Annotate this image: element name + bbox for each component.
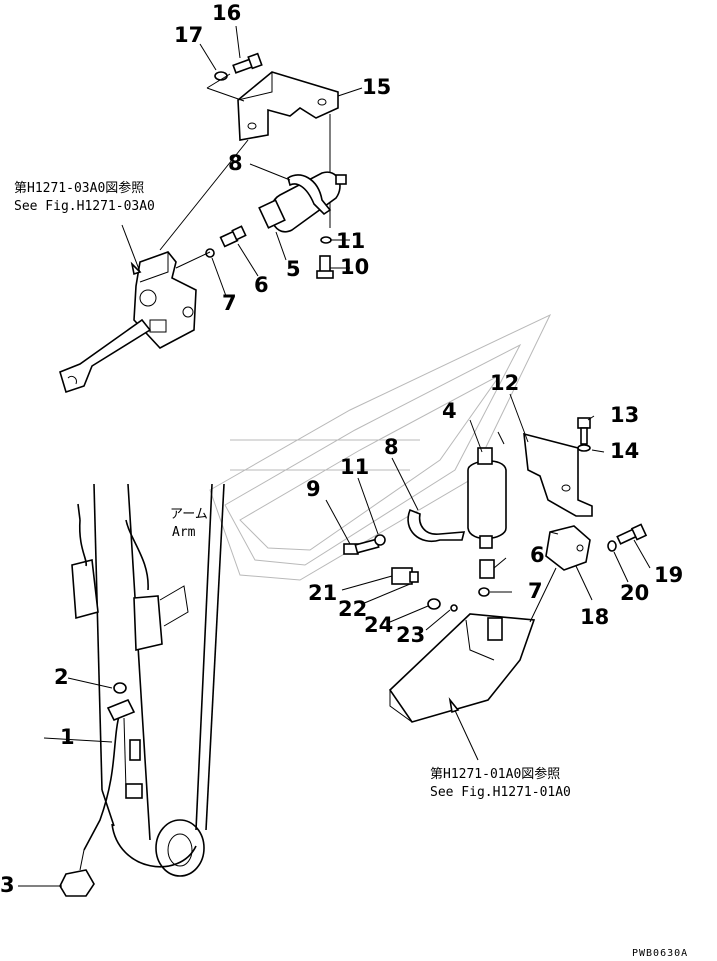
washer-20 <box>607 540 617 552</box>
bottom-ref-en: See Fig.H1271-01A0 <box>430 785 571 800</box>
callout-6b: 6 <box>530 543 545 567</box>
callout-11a: 11 <box>336 229 365 253</box>
o-ring-7-top <box>205 248 215 258</box>
valve-21-22 <box>391 567 419 585</box>
leader-lines <box>18 25 651 887</box>
bracket-12 <box>523 432 593 517</box>
callout-23: 23 <box>396 623 425 647</box>
callout-10: 10 <box>340 255 369 279</box>
o-ring-23 <box>450 604 458 612</box>
fitting-6-top <box>219 225 247 248</box>
figure-code: PWB0630A <box>632 948 688 959</box>
arm-outline <box>93 483 225 877</box>
bolt-16 <box>232 52 263 74</box>
bolt-13 <box>577 417 591 445</box>
callout-1: 1 <box>60 725 75 749</box>
callout-14: 14 <box>610 439 639 463</box>
washer-11-top <box>320 236 332 244</box>
accumulator-4 <box>467 447 507 549</box>
callout-22: 22 <box>338 597 367 621</box>
callout-6a: 6 <box>254 273 269 297</box>
top-ref-jp: 第H1271-03A0図参照 <box>14 180 144 196</box>
callout-18: 18 <box>580 605 609 629</box>
washer-17 <box>214 71 228 81</box>
o-ring-2 <box>113 682 127 694</box>
top-ref-en: See Fig.H1271-03A0 <box>14 199 155 214</box>
nut-3 <box>59 869 95 897</box>
arm-label-jp: アーム <box>170 507 208 522</box>
callout-9: 9 <box>306 477 321 501</box>
callout-7b: 7 <box>528 579 543 603</box>
callout-16: 16 <box>212 1 241 25</box>
bolt-mount-1 <box>125 739 143 799</box>
callout-24: 24 <box>364 613 393 637</box>
fitting-1-top <box>106 698 136 722</box>
callout-11b: 11 <box>340 455 369 479</box>
callout-20: 20 <box>620 581 649 605</box>
callout-19: 19 <box>654 563 683 587</box>
callout-5: 5 <box>286 257 301 281</box>
bolt-10-top <box>316 255 334 279</box>
callout-3: 3 <box>0 873 15 897</box>
arm-label-en: Arm <box>172 525 196 540</box>
band-8-right <box>407 508 466 543</box>
callout-21: 21 <box>308 581 337 605</box>
bracket-15 <box>237 71 339 141</box>
callout-2: 2 <box>54 665 69 689</box>
block-18 <box>545 525 591 571</box>
pilot-valve-block <box>133 251 197 349</box>
washer-14 <box>577 444 591 452</box>
callout-12: 12 <box>490 371 519 395</box>
washer-24 <box>427 598 441 610</box>
callout-8a: 8 <box>228 151 243 175</box>
pedal-lever <box>59 318 152 394</box>
pilot-valve-base <box>388 613 536 723</box>
tube-1 <box>83 711 121 851</box>
hose-left <box>71 503 189 651</box>
callout-8b: 8 <box>384 435 399 459</box>
callout-7a: 7 <box>222 291 237 315</box>
band-8-top <box>287 174 332 216</box>
bolt-19 <box>616 523 648 545</box>
o-ring-7-right <box>478 587 490 597</box>
accumulator-5 <box>258 171 347 233</box>
bottom-ref-jp: 第H1271-01A0図参照 <box>430 766 560 782</box>
callout-13: 13 <box>610 403 639 427</box>
fitting-6-right <box>479 559 495 579</box>
washer-11-right <box>374 534 386 546</box>
callout-15: 15 <box>362 75 391 99</box>
callout-4: 4 <box>442 399 457 423</box>
callout-17: 17 <box>174 23 203 47</box>
